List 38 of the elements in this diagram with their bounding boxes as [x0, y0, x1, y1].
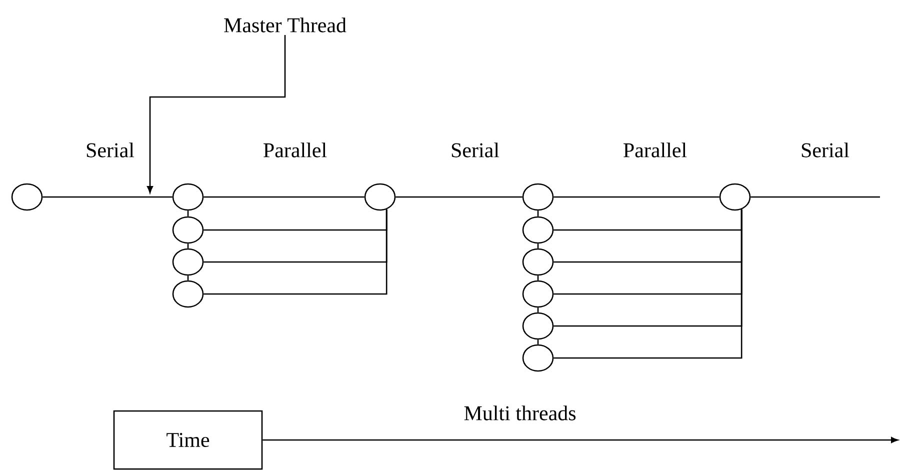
phase-label: Serial: [802, 142, 850, 158]
phase-label: Serial: [86, 142, 134, 158]
thread-circle: [172, 183, 204, 211]
thread-circle: [522, 216, 554, 244]
thread-circle: [522, 312, 554, 340]
thread-circle: [11, 183, 43, 211]
thread-line: [204, 209, 388, 295]
thread-line: [396, 196, 522, 198]
thread-line: [554, 209, 742, 359]
thread-line: [204, 196, 364, 198]
thread-circle: [172, 248, 204, 276]
thread-circle: [172, 280, 204, 308]
thread-circle: [172, 216, 204, 244]
phase-label: Parallel: [264, 142, 327, 158]
thread-line: [537, 210, 539, 216]
thread-circle: [719, 183, 751, 211]
thread-line: [537, 276, 539, 280]
thread-circle: [522, 183, 554, 211]
time-arrow: [262, 437, 898, 443]
thread-line: [187, 276, 189, 280]
thread-circle: [522, 344, 554, 372]
phase-label: Parallel: [624, 142, 687, 158]
phase-label: Serial: [452, 142, 500, 158]
thread-line: [187, 210, 189, 216]
thread-line: [554, 196, 720, 198]
edge-label: Multi threads: [462, 404, 578, 422]
thread-line: [42, 196, 172, 198]
thread-line: [750, 196, 880, 198]
thread-line: [187, 244, 189, 248]
thread-circle: [364, 183, 396, 211]
thread-line: [537, 308, 539, 312]
thread-line: [537, 340, 539, 344]
thread-circle: [522, 280, 554, 308]
thread-label: Master Thread: [224, 18, 346, 32]
leader-line: [147, 35, 286, 194]
thread-circle: [522, 248, 554, 276]
thread-line: [537, 244, 539, 248]
time-box: Time: [113, 410, 263, 470]
